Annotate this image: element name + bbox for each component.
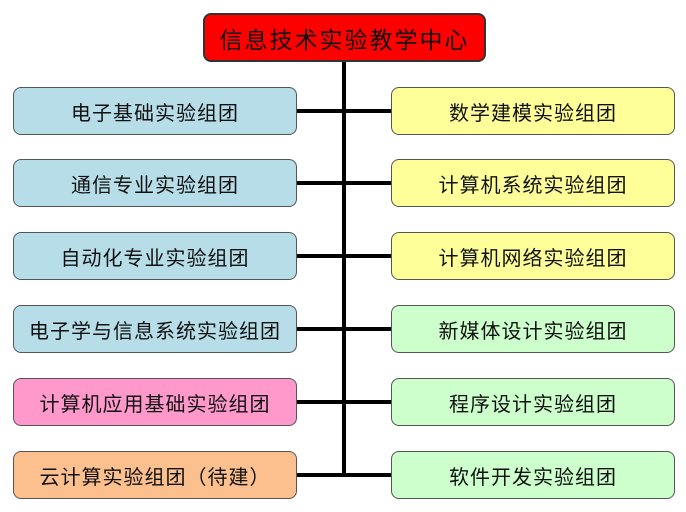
right-node-1-label: 数学建模实验组团 — [449, 100, 617, 125]
right-node-6-label: 软件开发实验组团 — [449, 464, 617, 489]
right-node-3: 计算机网络实验组团 — [391, 232, 675, 280]
right-node-6: 软件开发实验组团 — [391, 451, 675, 499]
root-node: 信息技术实验教学中心 — [203, 13, 486, 62]
left-node-6: 云计算实验组团（待建） — [13, 451, 297, 499]
left-node-3: 自动化专业实验组团 — [13, 232, 297, 280]
right-node-2: 计算机系统实验组团 — [391, 159, 675, 207]
left-node-3-label: 自动化专业实验组团 — [60, 245, 250, 270]
right-node-4-label: 新媒体设计实验组团 — [438, 318, 628, 343]
left-node-5: 计算机应用基础实验组团 — [13, 378, 297, 426]
right-node-5: 程序设计实验组团 — [391, 378, 675, 426]
left-node-4: 电子学与信息系统实验组团 — [13, 305, 297, 353]
left-node-6-label: 云计算实验组团（待建） — [39, 464, 271, 489]
left-node-2: 通信专业实验组团 — [13, 159, 297, 207]
right-node-2-label: 计算机系统实验组团 — [438, 172, 628, 197]
right-node-4: 新媒体设计实验组团 — [391, 305, 675, 353]
left-node-1: 电子基础实验组团 — [13, 87, 297, 135]
left-node-1-label: 电子基础实验组团 — [71, 100, 239, 125]
right-node-5-label: 程序设计实验组团 — [449, 391, 617, 416]
left-node-5-label: 计算机应用基础实验组团 — [39, 391, 271, 416]
left-node-2-label: 通信专业实验组团 — [71, 172, 239, 197]
left-node-4-label: 电子学与信息系统实验组团 — [29, 318, 281, 343]
right-node-1: 数学建模实验组团 — [391, 87, 675, 135]
right-node-3-label: 计算机网络实验组团 — [438, 245, 628, 270]
root-node-label: 信息技术实验教学中心 — [219, 27, 470, 54]
